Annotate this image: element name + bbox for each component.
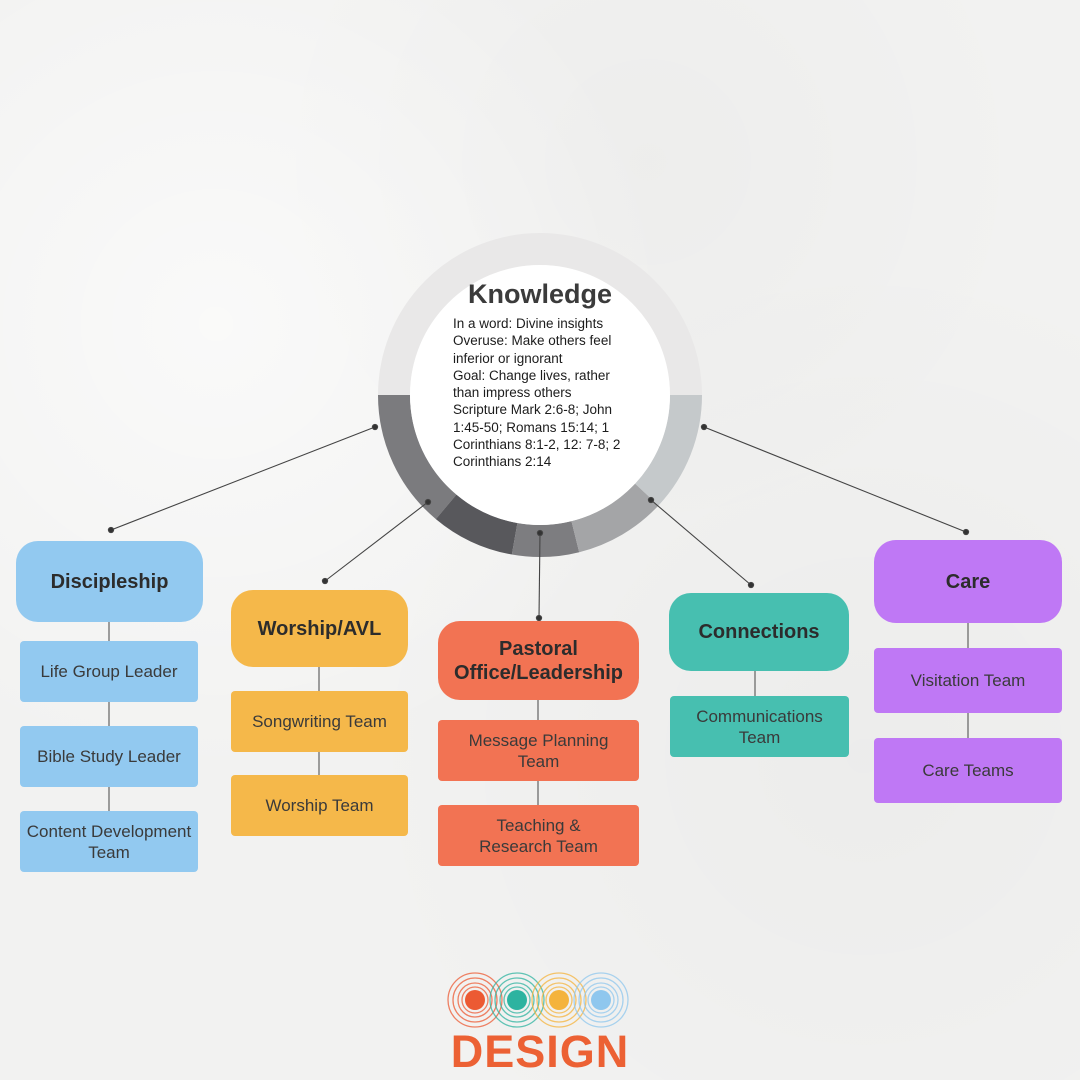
- logo-ring: [587, 986, 615, 1014]
- spoke-dot: [700, 423, 708, 431]
- center-line: Scripture Mark 2:6-8; John: [453, 402, 613, 418]
- logo-dot: [591, 990, 611, 1010]
- logo-ring: [457, 982, 493, 1018]
- communications-team-box: Communications Team: [670, 696, 849, 757]
- spoke-dot: [371, 423, 379, 431]
- logo-ring: [541, 982, 577, 1018]
- content-development-team-box: Content Development Team: [20, 811, 198, 872]
- center-title: Knowledge: [467, 279, 612, 309]
- ring-segment: [511, 521, 580, 557]
- logo-ring: [494, 977, 540, 1023]
- center-line: Goal: Change lives, rather: [453, 367, 610, 383]
- ring-segment: [378, 394, 457, 520]
- logo-ring: [489, 972, 545, 1028]
- spoke-connections: [650, 499, 752, 586]
- life-group-leader-box: Life Group Leader: [20, 641, 198, 702]
- center-line: Corinthians 2:14: [453, 454, 552, 470]
- center-description: In a word: Divine insights Overuse: Make…: [453, 315, 651, 471]
- spoke-discipleship: [110, 426, 376, 531]
- logo-ring: [545, 986, 573, 1014]
- logo-ring: [452, 977, 498, 1023]
- center-line: than impress others: [453, 385, 572, 401]
- ring-segment: [571, 483, 659, 553]
- spoke-dot: [747, 581, 755, 589]
- logo-dot: [549, 990, 569, 1010]
- songwriting-team-box: Songwriting Team: [231, 691, 408, 752]
- ring-segment: [634, 394, 702, 506]
- logo-ring: [461, 986, 489, 1014]
- logo-ring: [578, 977, 624, 1023]
- teaching-research-team-box: Teaching & Research Team: [438, 805, 639, 866]
- logo-ring: [447, 972, 503, 1028]
- logo-ring: [573, 972, 629, 1028]
- center-line: In a word: Divine insights: [453, 316, 604, 331]
- logo-ring: [536, 977, 582, 1023]
- spoke-dot: [535, 614, 543, 622]
- center-line: inferior or ignorant: [453, 350, 563, 366]
- logo-ring: [503, 986, 531, 1014]
- ring-segments: [378, 394, 702, 557]
- spoke-dot: [962, 528, 970, 536]
- bible-study-leader-box: Bible Study Leader: [20, 726, 198, 787]
- logo-ring: [499, 982, 535, 1018]
- design-logo-text: DESIGN: [450, 1026, 630, 1077]
- ring-segment: [435, 494, 518, 555]
- logo-dot: [507, 990, 527, 1010]
- spoke-dot: [536, 529, 544, 537]
- spoke-care: [703, 426, 967, 533]
- logo-ring: [531, 972, 587, 1028]
- knowledge-center-circle: Knowledge In a word: Divine insights Ove…: [410, 265, 670, 525]
- pastoral-office-leadership-header: Pastoral Office/Leadership: [438, 621, 639, 700]
- spoke-dot: [647, 496, 655, 504]
- spoke-dot: [321, 577, 329, 585]
- care-header: Care: [874, 540, 1062, 623]
- care-teams-box: Care Teams: [874, 738, 1062, 803]
- visitation-team-box: Visitation Team: [874, 648, 1062, 713]
- logo-rings: [447, 972, 629, 1028]
- message-planning-team-box: Message Planning Team: [438, 720, 639, 781]
- spoke-worship: [324, 501, 429, 582]
- discipleship-header: Discipleship: [16, 541, 203, 622]
- center-line: Overuse: Make others feel: [453, 333, 612, 349]
- worship-avl-header: Worship/AVL: [231, 590, 408, 667]
- worship-team-box: Worship Team: [231, 775, 408, 836]
- connections-header: Connections: [669, 593, 849, 671]
- center-line: 1:45-50; Romans 15:14; 1: [453, 419, 610, 435]
- spoke-pastoral: [538, 532, 541, 619]
- logo-dot: [465, 990, 485, 1010]
- logo-ring: [583, 982, 619, 1018]
- spoke-dot: [424, 498, 432, 506]
- center-line: Corinthians 8:1-2, 12: 7-8; 2: [453, 437, 621, 453]
- spoke-dot: [107, 526, 115, 534]
